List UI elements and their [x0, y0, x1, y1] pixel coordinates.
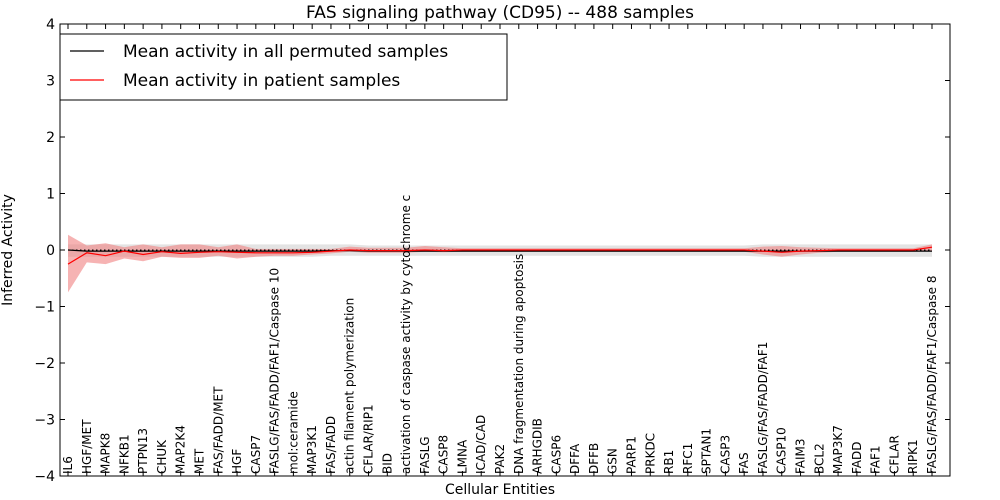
- x-category-label: MET: [193, 448, 207, 474]
- x-category-label: GSN: [606, 448, 620, 474]
- x-category-label: NFKB1: [117, 434, 131, 474]
- legend-label-permuted: Mean activity in all permuted samples: [123, 42, 448, 62]
- y-tick-label: −3: [34, 413, 55, 429]
- x-category-label: DFFA: [568, 443, 582, 474]
- y-tick-label: 0: [46, 243, 55, 259]
- x-category-label: CASP6: [549, 435, 563, 474]
- y-tick-label: 2: [46, 130, 55, 146]
- x-category-label: IL6: [61, 456, 75, 474]
- x-category-label: CHUK: [155, 439, 169, 474]
- x-category-label: FAF1: [869, 445, 883, 474]
- x-category-label: ICAD/CAD: [474, 415, 488, 474]
- x-category-label: actin filament polymerization: [343, 298, 357, 474]
- x-category-label: DNA fragmentation during apoptosis: [512, 254, 526, 474]
- y-tick-label: −2: [34, 356, 55, 372]
- legend-label-patient: Mean activity in patient samples: [123, 71, 400, 91]
- y-tick-label: 3: [46, 74, 55, 90]
- x-category-label: CASP3: [718, 435, 732, 474]
- x-category-label: FASLG/FAS/FADD/FAF1/Caspase 8: [925, 276, 939, 475]
- x-category-label: DFFB: [587, 443, 601, 474]
- x-category-label: BID: [380, 453, 394, 474]
- x-category-label: FASLG/FAS/FADD/FAF1/Caspase 10: [268, 268, 282, 474]
- series-lines: [67, 246, 933, 265]
- x-category-label: FAS: [737, 452, 751, 474]
- x-category-label: PRKDC: [643, 433, 657, 474]
- x-category-label: FAIM3: [794, 438, 808, 474]
- y-tick-label: 1: [46, 187, 55, 203]
- x-category-label: HGF/MET: [80, 419, 94, 474]
- line-series-0: [67, 249, 932, 252]
- x-category-label: FASLG: [418, 436, 432, 474]
- x-category-label: LMNA: [455, 439, 469, 474]
- x-category-label: FASLG/FAS/FADD/FAF1: [756, 342, 770, 474]
- x-category-label: CASP10: [775, 427, 789, 474]
- x-category-label: MAP3K7: [831, 425, 845, 474]
- x-category-label: CASP7: [249, 435, 263, 474]
- x-category-label: CASP8: [437, 435, 451, 474]
- x-category-label: FAS/FADD: [324, 416, 338, 474]
- x-category-label: HGF: [230, 449, 244, 474]
- x-axis-ticks: IL6 HGF/MET MAPK8 NFKB1 PTPN13 CHUK MAP2K4 MET F…: [61, 24, 939, 476]
- x-category-label: RIPK1: [906, 439, 920, 474]
- x-category-label: activation of caspase activity by cytoch…: [399, 195, 413, 474]
- confidence-bands: [68, 234, 932, 293]
- x-category-label: MAP3K1: [305, 425, 319, 474]
- x-category-label: ARHGDIB: [531, 418, 545, 474]
- band-series-1: [68, 234, 932, 293]
- y-tick-label: 4: [46, 17, 55, 33]
- y-axis-label: Inferred Activity: [0, 194, 16, 306]
- x-category-label: MAPK8: [99, 433, 113, 474]
- x-category-label: RFC1: [681, 443, 695, 474]
- legend: Mean activity in all permuted samples Me…: [59, 33, 508, 101]
- x-category-label: FADD: [850, 442, 864, 475]
- x-category-label: RB1: [662, 450, 676, 474]
- x-category-label: PAK2: [493, 444, 507, 474]
- y-axis-ticks: −4 −3 −2 −1 0 1 2 3 4: [34, 17, 950, 485]
- y-tick-label: −1: [34, 300, 55, 316]
- x-category-label: MAP2K4: [174, 425, 188, 474]
- legend-box: [59, 33, 508, 101]
- x-category-label: PTPN13: [136, 428, 150, 474]
- plot-frame: [59, 23, 951, 477]
- y-tick-label: −4: [34, 469, 55, 485]
- x-category-label: CFLAR: [887, 435, 901, 474]
- x-category-label: FAS/FADD/MET: [211, 386, 225, 474]
- x-category-label: CFLAR/RIP1: [362, 404, 376, 474]
- x-category-label: SPTAN1: [700, 428, 714, 474]
- line-series-1: [67, 246, 933, 265]
- x-axis-label: Cellular Entities: [445, 482, 555, 498]
- x-category-label: PARP1: [625, 436, 639, 474]
- x-category-label: mol:ceramide: [286, 391, 300, 474]
- chart-title: FAS signaling pathway (CD95) -- 488 samp…: [306, 3, 694, 23]
- x-category-label: BCL2: [812, 443, 826, 474]
